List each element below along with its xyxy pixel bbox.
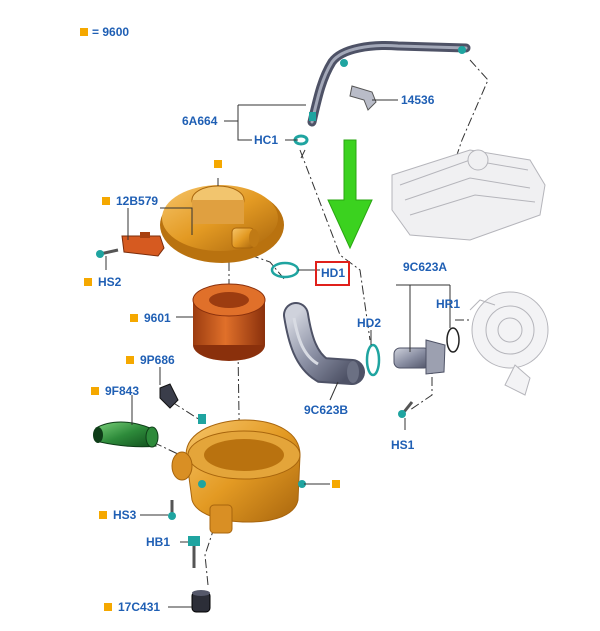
callout-HD2: HD2 <box>357 316 382 330</box>
callout-HS2: HS2 <box>98 275 122 289</box>
green-arrow-icon <box>327 139 373 250</box>
callout-HS1: HS1 <box>391 438 415 452</box>
clamp-hd2 <box>365 343 381 377</box>
bolt-hb1 <box>188 536 200 568</box>
screw-hs3 <box>168 500 176 520</box>
orange-square-icon <box>332 480 340 488</box>
orange-square-icon <box>80 28 88 36</box>
intake-hose-9c623b <box>283 302 365 385</box>
orange-square-icon <box>126 356 134 364</box>
grommet-9p686 <box>159 383 179 409</box>
orange-square-icon <box>84 278 92 286</box>
callout-HD1: HD1 <box>321 266 346 280</box>
callout-17C431: 17C431 <box>118 600 161 614</box>
highlight-box <box>315 261 350 286</box>
callout-9601: 9601 <box>144 311 171 325</box>
callout-HR1: HR1 <box>436 297 461 311</box>
callout-6A664: 6A664 <box>182 114 218 128</box>
air-cleaner-housing <box>171 414 306 534</box>
assembly-lines <box>137 59 489 586</box>
orange-square-icon <box>214 160 222 168</box>
callout-HC1: HC1 <box>254 133 279 147</box>
callout-9P686: 9P686 <box>140 353 175 367</box>
turbocharger-ghost <box>469 291 549 396</box>
intake-duct-9f843 <box>93 421 159 448</box>
screw-hs1 <box>398 401 414 418</box>
breather-hose <box>307 41 471 127</box>
air-cleaner-cover <box>160 185 284 263</box>
bracket-14536 <box>349 85 377 111</box>
leader-lines <box>105 99 451 608</box>
orange-square-icon <box>130 314 138 322</box>
callout-HS3: HS3 <box>113 508 137 522</box>
callout-12B579: 12B579 <box>116 194 159 208</box>
callout-9C623B: 9C623B <box>304 403 349 417</box>
orange-square-icon <box>102 197 110 205</box>
callout-HB1: HB1 <box>146 535 171 549</box>
sensor-12b579 <box>121 232 165 257</box>
legend-text: = 9600 <box>92 25 130 39</box>
orange-square-icon <box>91 387 99 395</box>
callout-9C623A: 9C623A <box>403 260 448 274</box>
callout-14536: 14536 <box>401 93 435 107</box>
air-filter-element <box>192 283 266 361</box>
clamp-hd1 <box>270 261 300 279</box>
orange-square-icon <box>104 603 112 611</box>
callout-9F843: 9F843 <box>105 384 140 398</box>
orange-square-icon <box>99 511 107 519</box>
screw-hs2 <box>96 248 119 258</box>
bushing-17c431 <box>191 590 211 613</box>
intake-pipe-9c623a <box>393 339 446 375</box>
o-ring-hr1 <box>446 327 460 353</box>
engine-block-ghost <box>391 149 546 241</box>
